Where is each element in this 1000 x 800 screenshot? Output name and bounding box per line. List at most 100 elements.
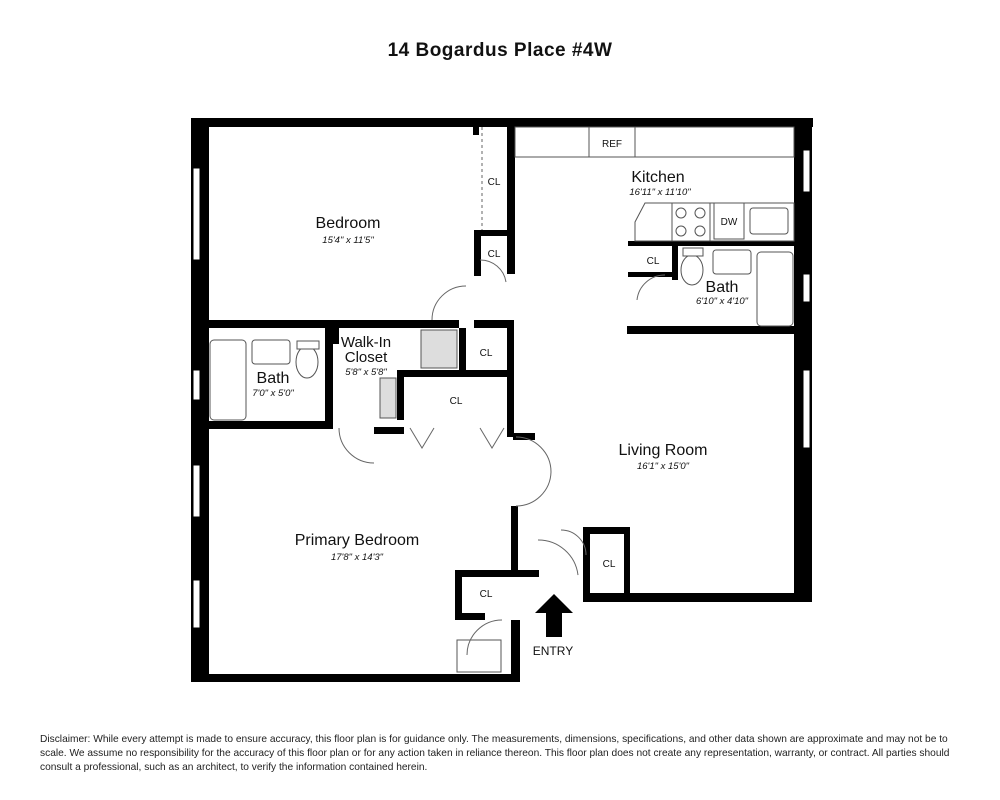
wall-entry-jamb	[511, 570, 539, 577]
fixture-label-ref: REF	[602, 139, 622, 150]
toilet-tank-upper	[682, 247, 704, 257]
window	[192, 464, 201, 518]
wall-bedroom-south	[191, 320, 459, 328]
refrigerator	[588, 126, 636, 158]
wall-lcl-east	[624, 527, 630, 602]
burner	[675, 225, 687, 237]
wall-closet-east	[507, 320, 514, 437]
wall-walkin-east	[397, 370, 404, 420]
door-swing	[515, 436, 552, 507]
bathtub-upper	[756, 251, 794, 327]
wall-cl-bottom	[628, 272, 678, 277]
room-dims-kitchen: 16'11" x 11'10"	[629, 187, 691, 198]
wall-upper-bath-west	[672, 246, 678, 280]
kitchen-sink	[749, 207, 789, 235]
window	[802, 369, 811, 449]
room-name-bath-left: Bath	[257, 370, 290, 387]
wall-north	[191, 118, 813, 127]
wall-entry-left-upper	[511, 506, 518, 572]
wall-bath-east	[325, 328, 333, 428]
closet-label: CL	[488, 177, 501, 188]
closet-label: CL	[450, 396, 463, 407]
wall-entry-left-lower	[511, 620, 520, 682]
room-name-bath-upper: Bath	[706, 279, 739, 296]
wall-bedroom-south-b	[474, 320, 514, 328]
room-name-kitchen: Kitchen	[631, 169, 684, 186]
wall-upper-bath-top	[628, 241, 798, 246]
shelf-primary	[456, 639, 502, 673]
room-name-living: Living Room	[619, 442, 708, 459]
windows	[192, 149, 811, 629]
toilet-tank-left	[296, 340, 320, 350]
burner	[675, 207, 687, 219]
room-dims-bedroom: 15'4" x 11'5"	[322, 235, 374, 246]
door-swing	[636, 274, 666, 301]
closet-label: CL	[480, 589, 493, 600]
shelf	[420, 329, 458, 369]
kitchen-counter-top	[514, 126, 795, 158]
wall-closet-top	[397, 370, 514, 377]
wall-bedroom-closet	[474, 230, 481, 276]
room-dims-walk-in: 5'8" x 5'8"	[345, 367, 387, 378]
disclaimer: Disclaimer: While every attempt is made …	[40, 734, 950, 773]
sink-upper	[712, 249, 752, 275]
wall-walkin-stub	[333, 328, 339, 344]
wall-pcl-bottom	[455, 613, 485, 620]
plan-title: 14 Bogardus Place #4W	[387, 40, 613, 61]
wall-entry-right	[583, 527, 590, 602]
door-swing	[479, 259, 507, 283]
room-name-bedroom: Bedroom	[316, 215, 381, 232]
entry-label: ENTRY	[533, 644, 573, 658]
burner	[694, 207, 706, 219]
window	[802, 149, 811, 193]
bifold-doors	[409, 427, 505, 449]
door-swing	[466, 619, 503, 656]
room-dims-bath-upper: 6'10" x 4'10"	[696, 296, 749, 307]
doors	[338, 127, 666, 656]
window	[192, 167, 201, 261]
closet-label: CL	[488, 249, 501, 260]
dishwasher	[713, 202, 745, 240]
door-swing	[560, 529, 587, 556]
entry-arrow-icon	[535, 594, 573, 637]
fixtures	[209, 126, 795, 673]
room-dims-living: 16'1" x 15'0"	[637, 461, 690, 472]
door-swing	[537, 539, 579, 576]
wall-bedroom-east	[507, 118, 515, 274]
closet-label: CL	[480, 348, 493, 359]
wall-bedroom-closet-top	[474, 230, 514, 236]
room-name-walk-in-1: Walk-In	[341, 334, 391, 351]
fixture-label-dw: DW	[721, 217, 738, 228]
door-swing	[338, 427, 375, 464]
labels: Bedroom 15'4" x 11'5" Kitchen 16'11" x 1…	[252, 139, 748, 658]
wall-south	[191, 674, 520, 682]
room-dims-primary: 17'8" x 14'3"	[331, 552, 384, 563]
bathtub-left	[209, 339, 247, 421]
toilet-upper	[680, 254, 704, 286]
wall-pcl-west	[455, 570, 462, 620]
wall-east	[794, 118, 812, 600]
wall-pcl-top	[455, 570, 519, 577]
toilet-left	[295, 345, 319, 379]
window	[802, 273, 811, 303]
window	[192, 369, 201, 401]
wall-small-closet	[459, 328, 466, 370]
wall-closet-stub	[513, 433, 535, 440]
wall-kitchen-south	[627, 326, 797, 334]
floor-plan: Bedroom 15'4" x 11'5" Kitchen 16'11" x 1…	[191, 118, 813, 682]
sink-left	[251, 339, 291, 365]
room-name-primary: Primary Bedroom	[295, 532, 419, 549]
room-dims-bath-left: 7'0" x 5'0"	[252, 388, 294, 399]
wall-south-east	[583, 593, 812, 602]
window	[192, 579, 201, 629]
wall-primary-north	[374, 427, 404, 434]
closet-label: CL	[647, 256, 660, 267]
door-swing	[431, 285, 467, 321]
room-name-walk-in-2: Closet	[345, 349, 388, 366]
closet-label: CL	[603, 559, 616, 570]
wall-stub	[473, 127, 479, 135]
wall-lcl-top	[583, 527, 630, 534]
burner	[694, 225, 706, 237]
shelf	[379, 377, 397, 419]
wall-bath-south	[191, 421, 333, 429]
